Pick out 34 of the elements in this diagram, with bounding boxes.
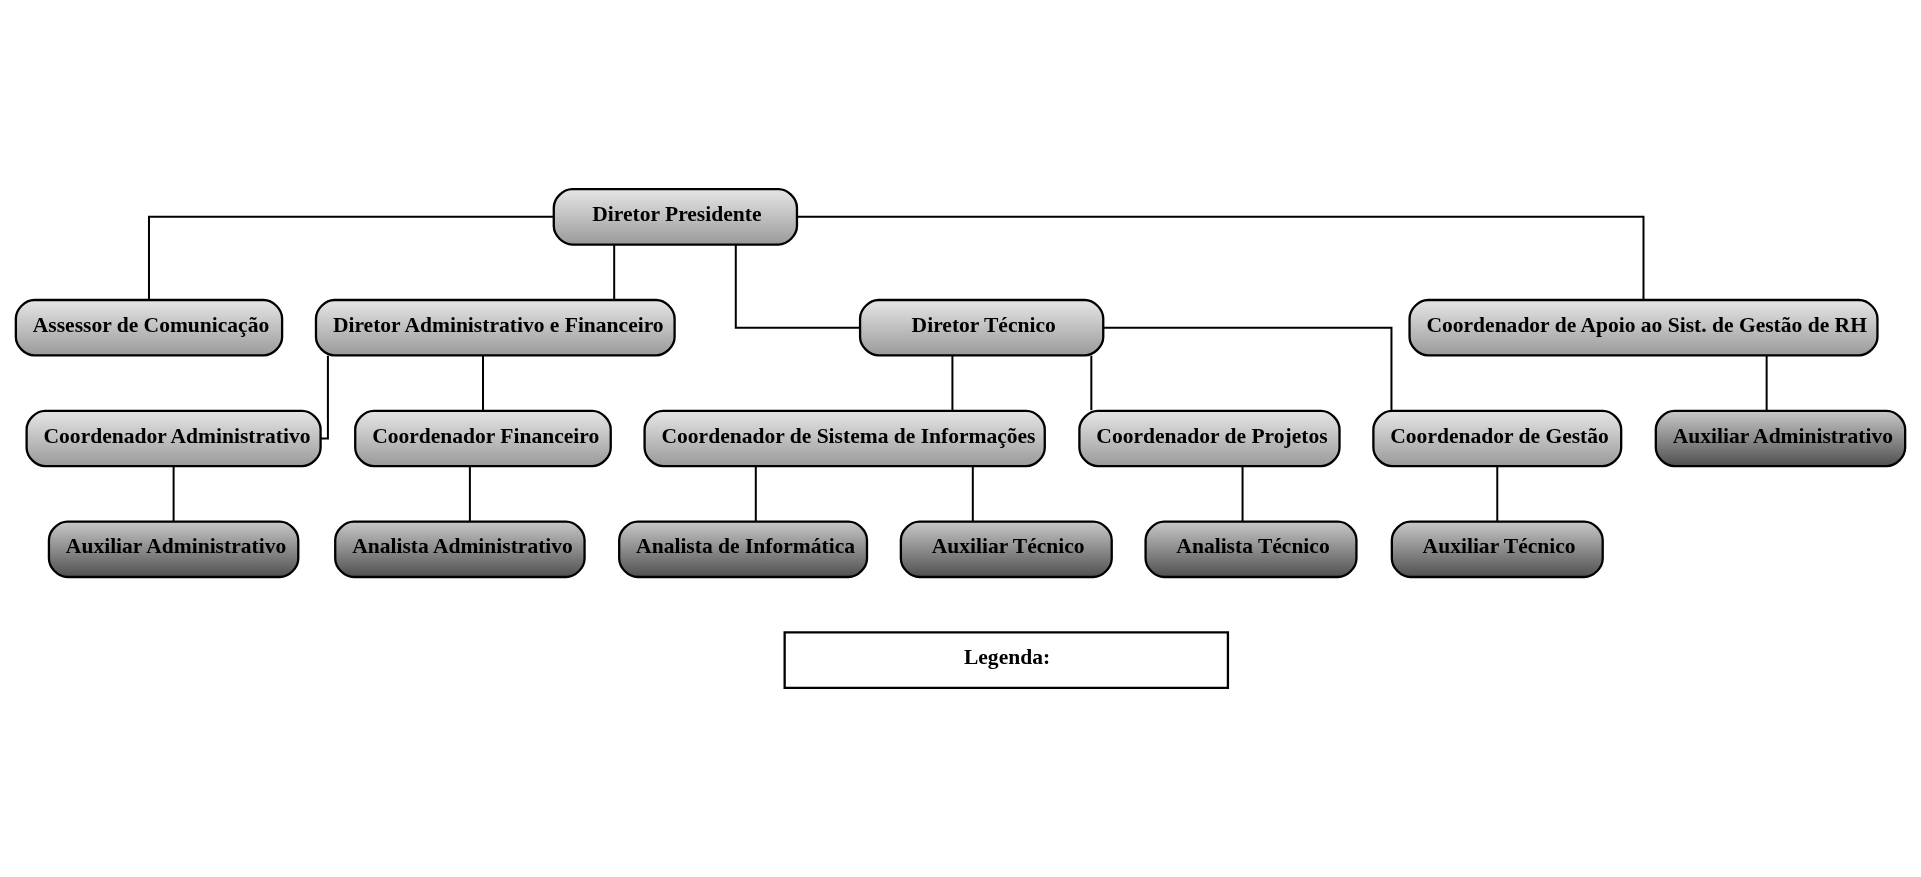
node-box: Diretor Administrativo e Financeiro bbox=[314, 298, 676, 357]
node-box: Assessor de Comunicação bbox=[14, 298, 284, 357]
node-box: Auxiliar Técnico bbox=[899, 520, 1113, 579]
connector bbox=[734, 243, 861, 329]
connector bbox=[796, 215, 1645, 301]
node-box: Analista de Informática bbox=[618, 520, 869, 579]
node-box: Coordenador de Gestão bbox=[1372, 409, 1623, 468]
node-box: Auxiliar Administrativo bbox=[47, 520, 300, 579]
connector bbox=[613, 243, 616, 301]
connector bbox=[951, 354, 954, 412]
node-box: Auxiliar Administrativo bbox=[1654, 409, 1907, 468]
node-box: Coordenador Administrativo bbox=[25, 409, 322, 468]
node-box: Diretor Técnico bbox=[858, 298, 1105, 357]
node-box: Coordenador Financeiro bbox=[354, 409, 612, 468]
label: Legenda: bbox=[963, 645, 1051, 670]
connector bbox=[1090, 354, 1093, 412]
connector bbox=[754, 465, 757, 522]
connector bbox=[172, 465, 175, 522]
node-box: Auxiliar Técnico bbox=[1390, 520, 1604, 579]
connector bbox=[1765, 354, 1768, 412]
node-box: Coordenador de Sistema de Informações bbox=[643, 409, 1046, 468]
connector bbox=[1496, 465, 1499, 522]
node-box: Analista Administrativo bbox=[334, 520, 586, 579]
connector bbox=[468, 465, 471, 522]
connector bbox=[482, 354, 484, 412]
connector bbox=[319, 354, 329, 440]
node-box: Coordenador de Apoio ao Sist. de Gestão de RH bbox=[1408, 298, 1879, 357]
connector bbox=[1102, 326, 1393, 412]
node-box: Coordenador de Projetos bbox=[1078, 409, 1341, 468]
connector bbox=[148, 215, 555, 301]
node-box: Analista Técnico bbox=[1144, 520, 1358, 579]
connector bbox=[971, 465, 974, 522]
node-box: Diretor Presidente bbox=[552, 188, 799, 246]
connector bbox=[1241, 465, 1244, 522]
